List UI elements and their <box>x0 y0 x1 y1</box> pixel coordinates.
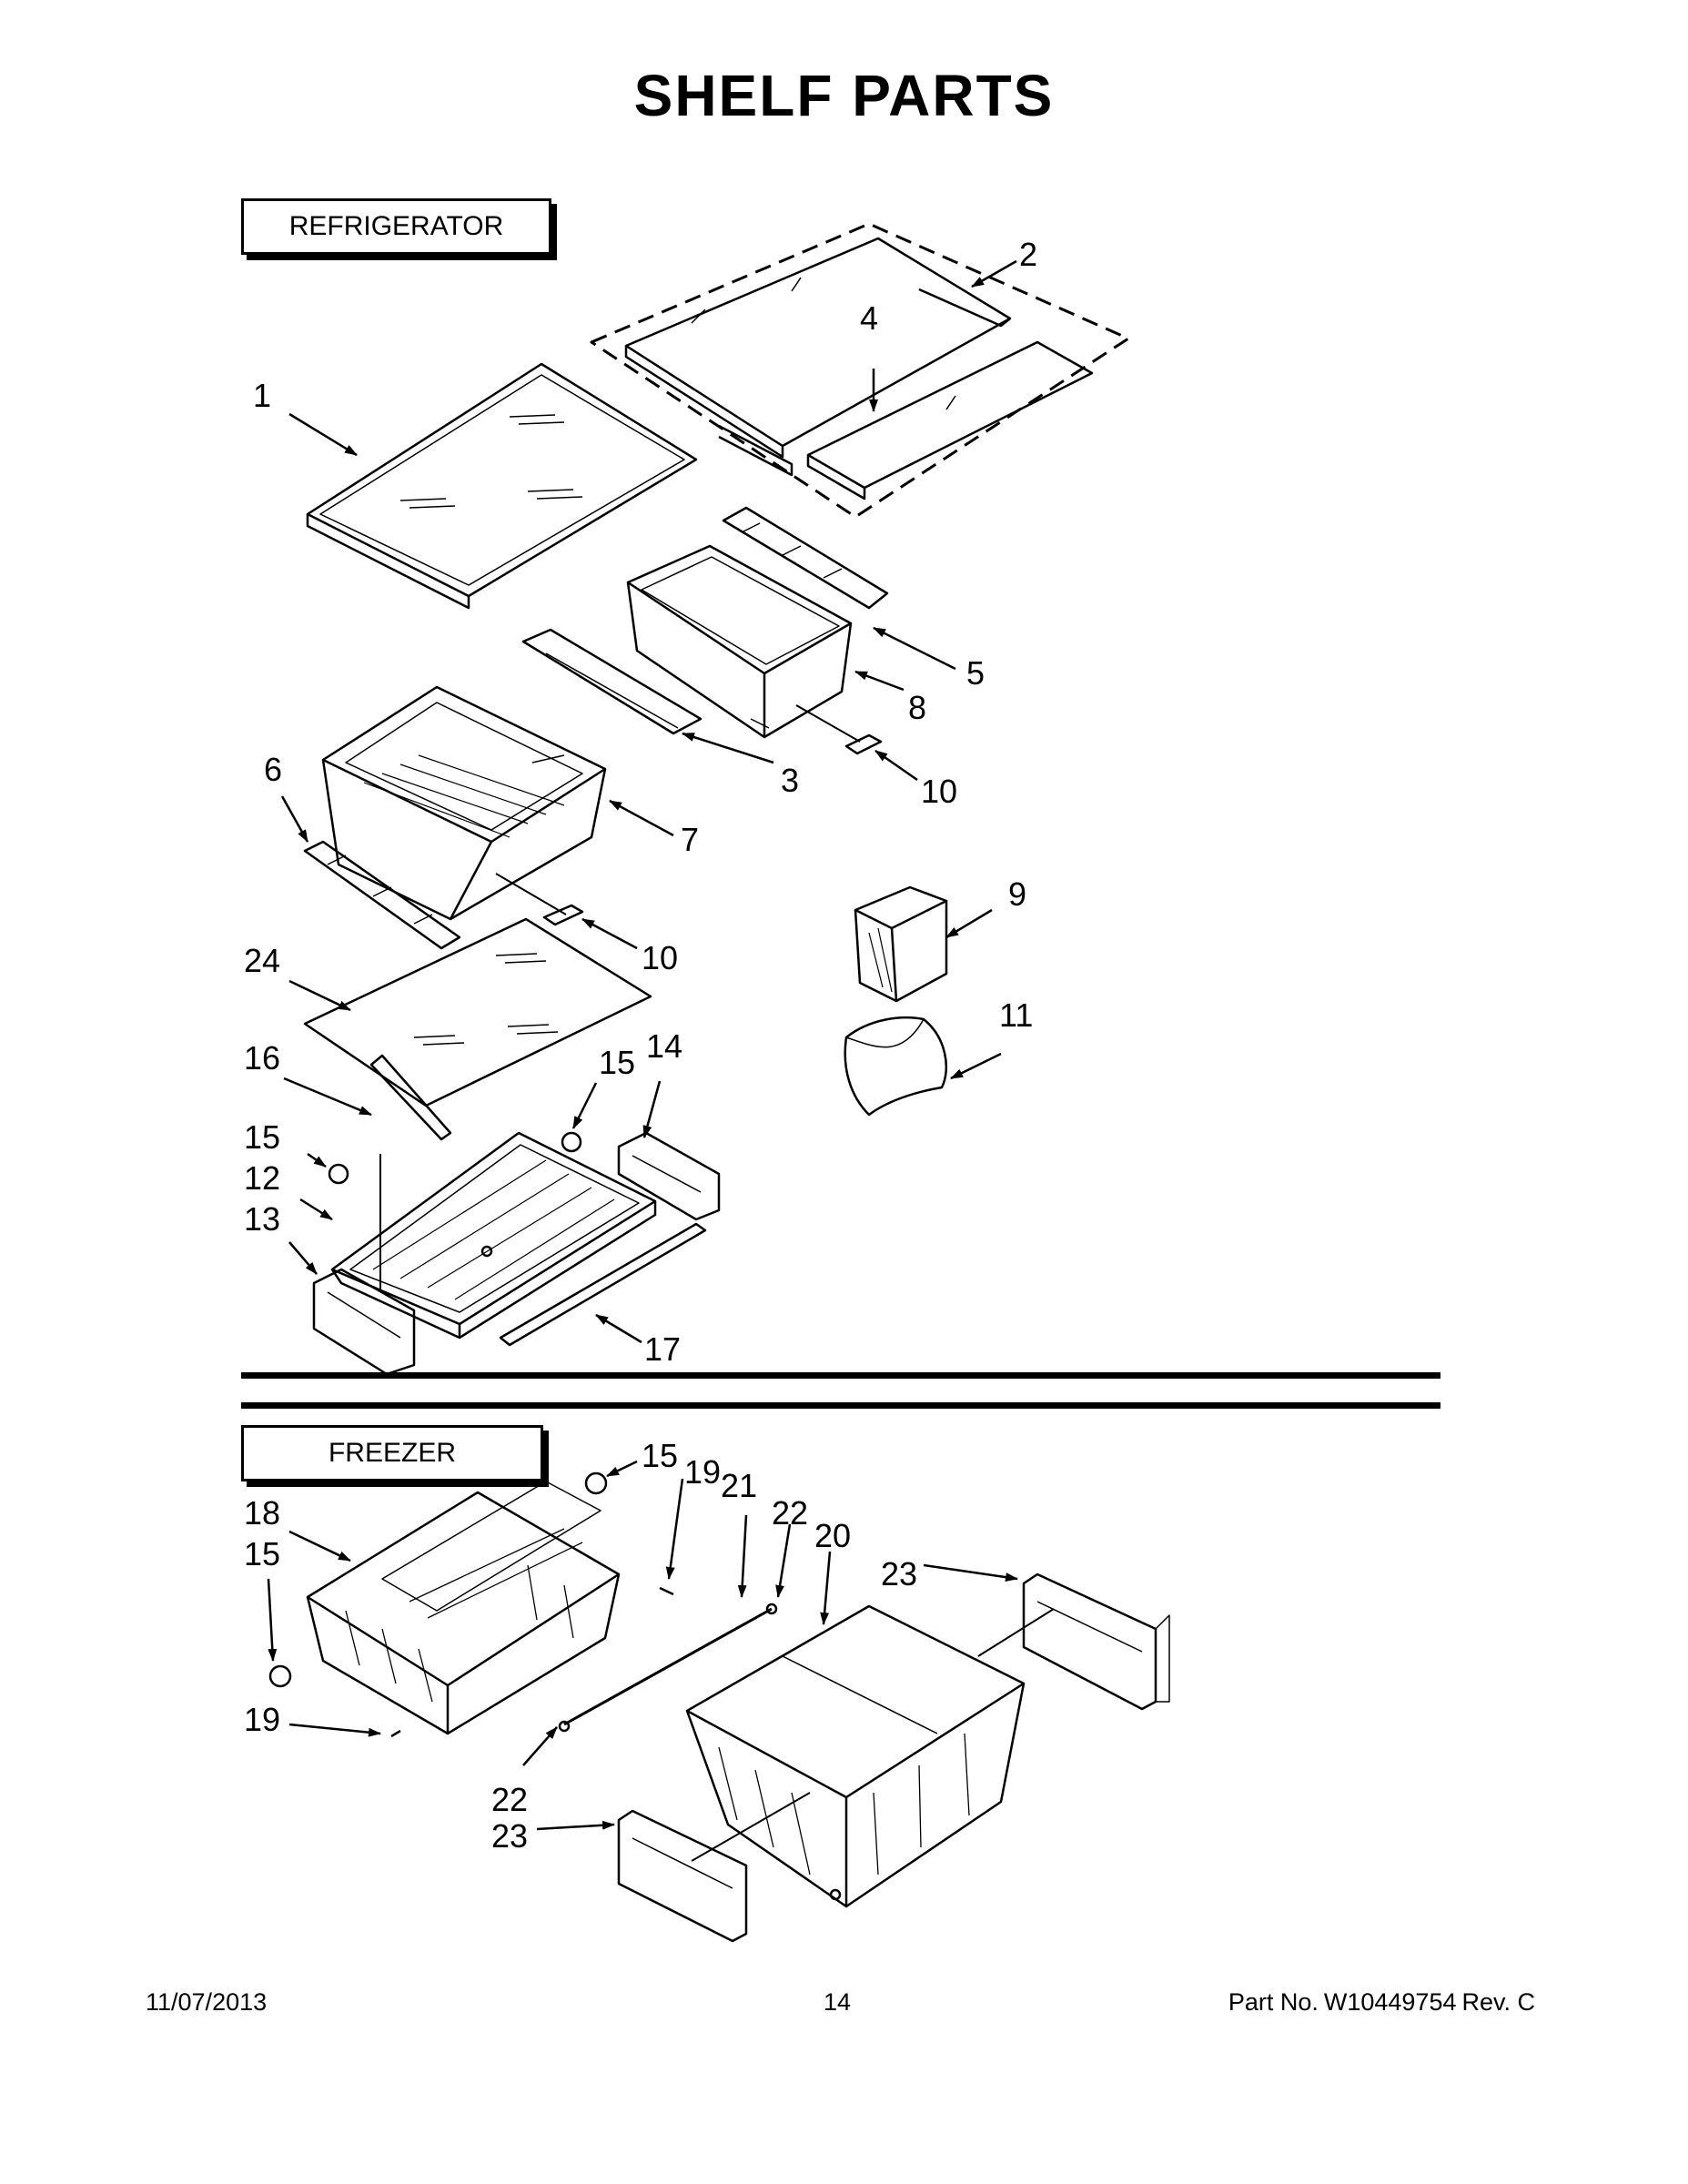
footer-date: 11/07/2013 <box>146 1988 268 2016</box>
small-crisper-drawer <box>626 544 853 739</box>
glass-shelf <box>306 362 698 610</box>
refrigerator-section-label: REFRIGERATOR <box>241 198 551 255</box>
callout-23b: 23 <box>491 1817 528 1855</box>
callout-23a: 23 <box>881 1555 917 1592</box>
callout-10a: 10 <box>921 773 957 810</box>
callout-12: 12 <box>244 1159 280 1197</box>
footer-page-number: 14 <box>824 1988 852 2016</box>
callout-20: 20 <box>814 1517 851 1554</box>
section-divider-top <box>241 1372 1440 1379</box>
roller <box>328 1163 349 1185</box>
roller <box>268 1664 292 1688</box>
pan-rail <box>499 1222 707 1347</box>
rod-end <box>765 1603 778 1615</box>
slide-clip <box>844 733 883 755</box>
callout-17: 17 <box>644 1330 681 1368</box>
callout-9: 9 <box>1008 875 1026 913</box>
roller <box>584 1471 608 1495</box>
leader-lines <box>267 259 1018 1831</box>
freezer-section-label: FREEZER <box>241 1425 543 1481</box>
callout-16: 16 <box>244 1039 280 1077</box>
freezer-bin <box>685 1604 1026 1908</box>
screw <box>390 1729 401 1738</box>
pantry-slide-left <box>312 1268 416 1376</box>
callout-15c: 15 <box>642 1437 678 1474</box>
callout-10b: 10 <box>642 939 678 976</box>
callout-labels: 1 2 4 5 8 3 10 6 7 10 9 24 11 16 15 14 1… <box>244 236 1037 1855</box>
callout-8: 8 <box>908 689 926 726</box>
callout-3: 3 <box>781 762 799 799</box>
callout-2: 2 <box>1019 236 1037 273</box>
callout-13: 13 <box>244 1200 280 1238</box>
callout-1: 1 <box>253 377 271 414</box>
callout-19b: 19 <box>244 1701 280 1738</box>
callout-15d: 15 <box>244 1535 280 1572</box>
part-number: W10449754 <box>1323 1988 1457 2016</box>
roller <box>561 1131 582 1153</box>
rod-end <box>558 1720 571 1733</box>
callout-21: 21 <box>721 1467 757 1504</box>
callout-4: 4 <box>860 299 878 337</box>
callout-15a: 15 <box>599 1044 635 1081</box>
callout-11: 11 <box>999 996 1033 1034</box>
section-divider-bottom <box>241 1402 1440 1409</box>
part-label: Part No. <box>1228 1988 1319 2016</box>
large-crisper-drawer <box>321 685 607 921</box>
callout-6: 6 <box>264 751 282 788</box>
split-shelf-group <box>590 222 1130 519</box>
freezer-rod <box>563 1607 773 1726</box>
crisper-cover <box>521 628 702 735</box>
callout-24: 24 <box>244 942 280 979</box>
callout-15b: 15 <box>244 1118 280 1156</box>
slide-clip <box>542 904 584 926</box>
crisper-rail-left <box>303 840 461 950</box>
freezer-slide-right <box>1022 1572 1170 1711</box>
crisper-rail <box>722 506 889 610</box>
callout-5: 5 <box>966 654 985 692</box>
pantry-pan <box>330 1131 657 1340</box>
callout-22b: 22 <box>491 1781 528 1818</box>
callout-7: 7 <box>681 821 699 858</box>
callout-14: 14 <box>646 1027 682 1065</box>
filter-housing <box>854 885 948 1003</box>
page-title: SHELF PARTS <box>633 63 1055 128</box>
callout-22a: 22 <box>772 1494 808 1532</box>
freezer-basket <box>306 1481 621 1735</box>
revision: Rev. C <box>1461 1988 1535 2016</box>
callout-19a: 19 <box>684 1453 721 1491</box>
freezer-slide-left <box>617 1809 748 1943</box>
screw <box>659 1586 674 1596</box>
callout-18: 18 <box>244 1494 280 1532</box>
pan-bracket <box>369 1054 452 1141</box>
filter-cartridge <box>844 1016 948 1117</box>
